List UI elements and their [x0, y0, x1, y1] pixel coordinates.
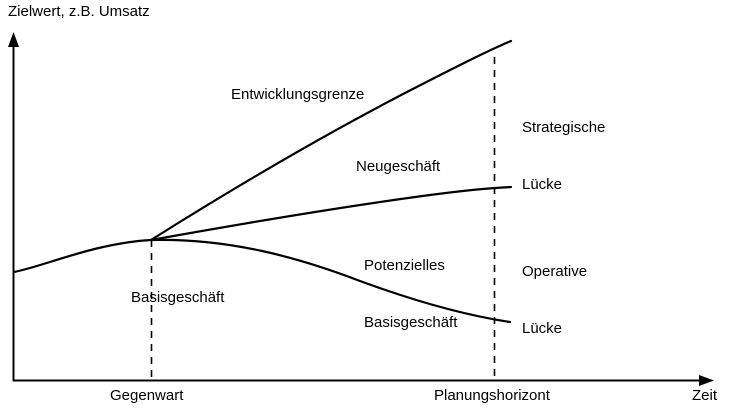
curve-potenzielles-basisgeschaeft: [149, 185, 513, 242]
y-axis-arrowhead: [8, 32, 19, 47]
y-axis-title: Zielwert, z.B. Umsatz: [8, 3, 150, 20]
annotation-strategische-luecke: Strategische Lücke: [522, 80, 605, 232]
annotation-strategische-line2: Lücke: [522, 176, 563, 193]
annotation-operative-line1: Operative: [522, 263, 588, 280]
x-tick-label-planungshorizont: Planungshorizont: [434, 387, 550, 404]
annotation-potenzielles-line1: Potenzielles: [364, 257, 445, 274]
annotation-operative-luecke: Operative Lücke: [522, 224, 587, 376]
curve-basisgeschaeft: [12, 238, 512, 324]
annotation-operative-line2: Lücke: [522, 320, 563, 337]
annotation-basisgeschaeft: Basisgeschäft: [131, 289, 225, 306]
annotation-potenzielles-basisgeschaeft: Potenzielles Basisgeschäft: [364, 218, 457, 370]
annotation-potenzielles-line2: Basisgeschäft: [364, 314, 458, 331]
x-tick-label-gegenwart: Gegenwart: [110, 387, 184, 404]
x-axis-arrowhead: [699, 375, 714, 386]
x-axis-title: Zeit: [692, 387, 718, 404]
annotation-neugeschaeft: Neugeschäft: [356, 158, 441, 175]
curve-entwicklungsgrenze: [149, 39, 513, 242]
annotation-entwicklungsgrenze: Entwicklungsgrenze: [231, 86, 365, 103]
annotation-strategische-line1: Strategische: [522, 119, 606, 136]
